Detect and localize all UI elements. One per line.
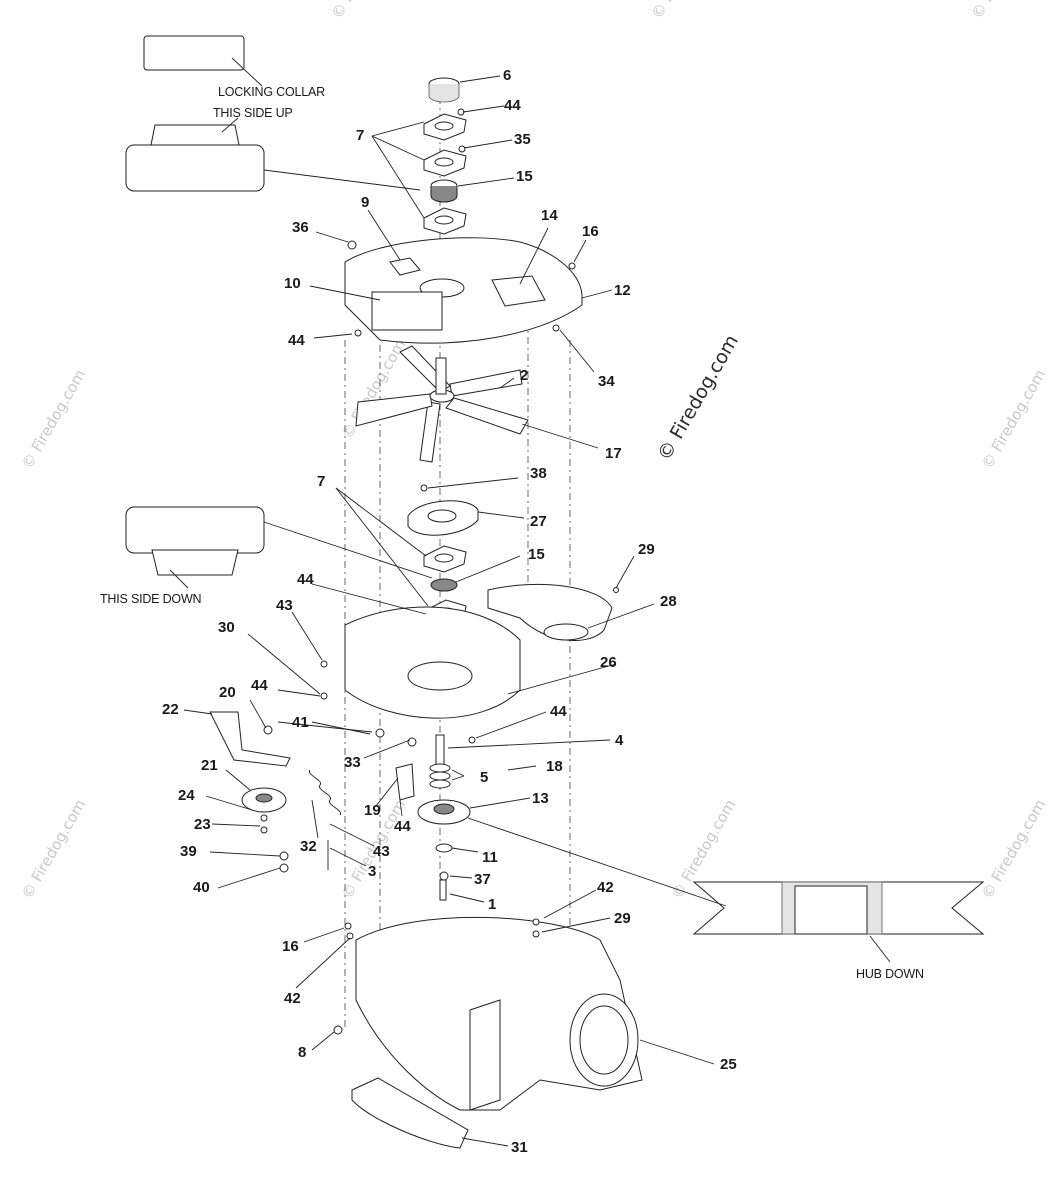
callout-44: 44 (504, 97, 521, 114)
callout-44: 44 (288, 332, 305, 349)
callout-33: 33 (344, 754, 361, 771)
callout-42: 42 (597, 879, 614, 896)
callout-35: 35 (514, 131, 531, 148)
watermark-tile: © Firedog.com (338, 336, 409, 442)
bottom-plate (351, 1077, 469, 1149)
callout-13: 13 (532, 790, 549, 807)
hub-down-detail (467, 817, 985, 963)
callout-14: 14 (541, 207, 558, 224)
callout-6: 6 (503, 67, 511, 84)
callout-7: 7 (356, 127, 364, 144)
callout-32: 32 (300, 838, 317, 855)
callout-20: 20 (219, 684, 236, 701)
idler-arm (209, 711, 342, 873)
callout-43: 43 (276, 597, 293, 614)
locking-collar-detail (125, 35, 421, 192)
callout-44: 44 (297, 571, 314, 588)
mid-bearing-stack (407, 484, 479, 627)
callout-38: 38 (530, 465, 547, 482)
watermark-tile: © Firedog.com (648, 0, 719, 22)
callout-8: 8 (298, 1044, 306, 1061)
watermark-main: © Firedog.com (653, 331, 743, 464)
callout-29: 29 (638, 541, 655, 558)
callout-24: 24 (178, 787, 195, 804)
watermark-tile: © Firedog.com (978, 796, 1049, 902)
callout-39: 39 (180, 843, 197, 860)
note-locking-collar: LOCKING COLLAR (218, 85, 325, 99)
spindle-pulley (395, 734, 471, 901)
callout-2: 2 (520, 367, 528, 384)
callout-9: 9 (361, 194, 369, 211)
callout-23: 23 (194, 816, 211, 833)
callout-31: 31 (511, 1139, 528, 1156)
top-bearing-stack (423, 77, 467, 235)
callout-12: 12 (614, 282, 631, 299)
callout-3: 3 (368, 863, 376, 880)
callout-30: 30 (218, 619, 235, 636)
callout-25: 25 (720, 1056, 737, 1073)
upper-shroud (320, 606, 521, 747)
callout-5: 5 (480, 769, 488, 786)
note-this-side-up: THIS SIDE UP (213, 106, 293, 120)
callout-19: 19 (364, 802, 381, 819)
note-this-side-down: THIS SIDE DOWN (100, 592, 202, 606)
callout-27: 27 (530, 513, 547, 530)
fan-blade (355, 345, 529, 463)
watermark-tile: © Firedog.com (968, 0, 1039, 22)
note-hub-down: HUB DOWN (856, 967, 924, 981)
callout-44: 44 (550, 703, 567, 720)
callout-37: 37 (474, 871, 491, 888)
callout-1: 1 (488, 896, 496, 913)
watermark-tile: © Firedog.com (978, 366, 1049, 472)
callout-44: 44 (394, 818, 411, 835)
blower-housing (333, 916, 643, 1111)
callout-21: 21 (201, 757, 218, 774)
callout-22: 22 (162, 701, 179, 718)
callout-34: 34 (598, 373, 615, 390)
callout-16: 16 (282, 938, 299, 955)
leader-lines (183, 75, 715, 1147)
callout-44: 44 (251, 677, 268, 694)
watermark-tile: © Firedog.com (328, 0, 399, 22)
callout-36: 36 (292, 219, 309, 236)
callout-17: 17 (605, 445, 622, 462)
discharge-chute (487, 583, 619, 641)
this-side-down-detail (125, 506, 433, 589)
callout-16: 16 (582, 223, 599, 240)
callout-41: 41 (292, 714, 309, 731)
callout-4: 4 (615, 732, 624, 749)
top-plate (344, 237, 583, 344)
callout-11: 11 (482, 849, 498, 866)
callout-26: 26 (600, 654, 617, 671)
callout-42: 42 (284, 990, 301, 1007)
callout-29: 29 (614, 910, 631, 927)
watermark-tile: © Firedog.com (18, 366, 89, 472)
callout-40: 40 (193, 879, 210, 896)
callout-labels: 6 44 7 35 15 9 14 16 36 10 12 44 34 2 17… (162, 67, 737, 1156)
callout-15: 15 (516, 168, 533, 185)
watermark-tile: © Firedog.com (18, 796, 89, 902)
callout-28: 28 (660, 593, 677, 610)
callout-10: 10 (284, 275, 301, 292)
callout-18: 18 (546, 758, 563, 775)
callout-15: 15 (528, 546, 545, 563)
callout-43: 43 (373, 843, 390, 860)
callout-7: 7 (317, 473, 325, 490)
